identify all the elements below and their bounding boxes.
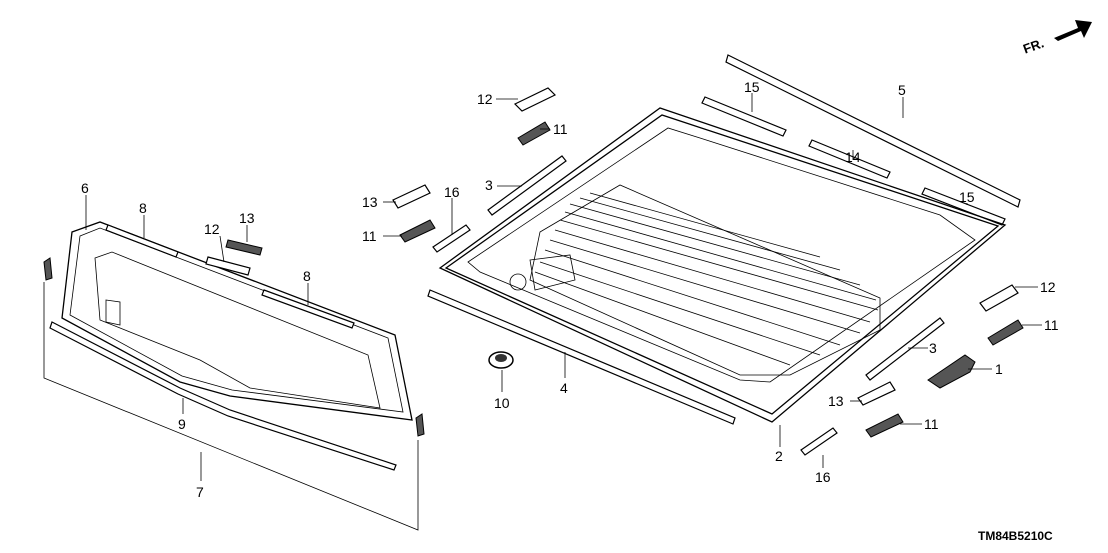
part-2-rear-glass	[438, 107, 1007, 423]
callout-14: 14	[845, 149, 861, 165]
callout-16-b: 16	[815, 469, 831, 485]
front-direction-indicator: FR.	[1021, 20, 1092, 57]
front-arrow-icon	[1054, 20, 1092, 41]
part-16-pad-b	[800, 427, 838, 456]
diagram-code: TM84B5210C	[978, 529, 1053, 543]
callout-1: 1	[995, 361, 1003, 377]
leader-lines	[85, 93, 1042, 481]
part-13-clip-b	[857, 381, 896, 406]
callout-11-b: 11	[362, 228, 377, 244]
part-7-group-bracket	[43, 282, 419, 531]
callout-16: 16	[444, 184, 460, 200]
callout-11-d: 11	[924, 416, 939, 432]
part-8-strip-b	[261, 289, 355, 329]
callout-3: 3	[485, 177, 493, 193]
part-clip-left	[43, 257, 53, 281]
part-10-grommet	[488, 351, 514, 369]
part-13-clip-c	[225, 239, 263, 256]
part-11-clip-d	[865, 413, 904, 438]
part-15-strip-b	[921, 187, 1006, 226]
callout-8-b: 8	[303, 268, 311, 284]
callout-15-b: 15	[959, 189, 975, 205]
callout-15: 15	[744, 79, 760, 95]
callout-11-c: 11	[1044, 317, 1059, 333]
part-clip-right	[415, 413, 425, 437]
callout-10: 10	[494, 395, 510, 411]
callout-12-b: 12	[204, 221, 220, 237]
part-5-molding	[725, 54, 1021, 208]
callout-5: 5	[898, 82, 906, 98]
part-16-pad	[432, 224, 471, 253]
part-15-strip	[701, 96, 787, 137]
callout-4: 4	[560, 380, 568, 396]
part-8-strip	[105, 224, 179, 258]
part-3-strip	[487, 155, 567, 216]
callout-3-b: 3	[929, 340, 937, 356]
callout-12: 12	[477, 91, 493, 107]
front-label: FR.	[1021, 35, 1046, 56]
part-4-molding	[427, 289, 736, 425]
callout-13-b: 13	[239, 210, 255, 226]
callout-labels: 5 15 14 15 12 11 3 16 13 11 6 8 12 13 8 …	[81, 79, 1059, 500]
callout-7: 7	[196, 484, 204, 500]
callout-12-c: 12	[1040, 279, 1056, 295]
part-11-clip-c	[987, 319, 1024, 346]
part-3-strip-b	[865, 317, 945, 381]
part-12-clip-c	[205, 256, 251, 276]
part-9-molding	[49, 321, 397, 471]
part-14-strip	[808, 139, 891, 179]
callout-8: 8	[139, 200, 147, 216]
part-11-clip	[517, 121, 551, 146]
callout-9: 9	[178, 416, 186, 432]
part-6-tailgate-glass	[61, 221, 413, 421]
part-11-clip-b	[399, 219, 436, 243]
part-1-bracket	[927, 354, 976, 389]
callout-11: 11	[553, 121, 568, 137]
callout-13: 13	[362, 194, 378, 210]
callout-2: 2	[775, 448, 783, 464]
callout-6: 6	[81, 180, 89, 196]
part-12-clip-b	[979, 284, 1019, 312]
part-12-clip	[513, 87, 557, 112]
callout-13-c: 13	[828, 393, 844, 409]
part-13-clip	[392, 184, 431, 209]
